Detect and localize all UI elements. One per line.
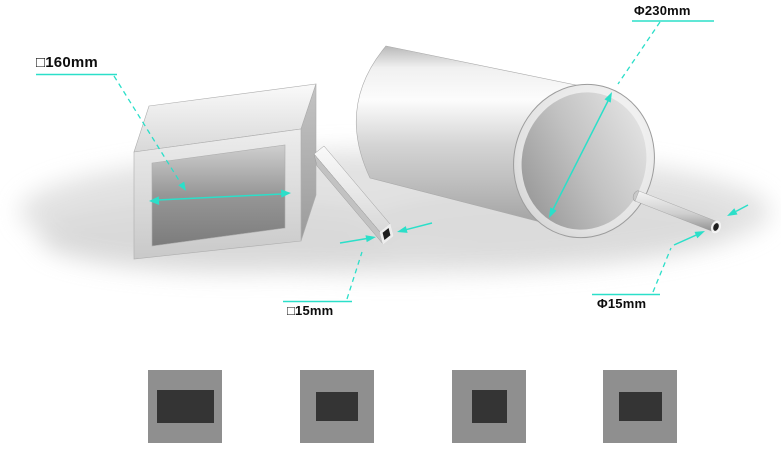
big-square-leader-dash: [113, 75, 181, 183]
dimension-label-small-square: □15mm: [287, 303, 334, 318]
small-square-tube: [313, 145, 394, 245]
small-round-arrow-right-line: [735, 204, 749, 213]
small-square-arrowhead-left: [365, 235, 376, 243]
thumbnail-row: [0, 370, 781, 443]
small-square-arrow-right-line: [405, 222, 433, 231]
dimension-annotations: [36, 20, 749, 303]
small-round-tube-end-hole: [713, 223, 719, 231]
big-square-tube: [133, 83, 317, 260]
big-round-diameter-arrowhead-bottom: [549, 207, 557, 218]
big-round-tube-interior: [521, 92, 647, 230]
big-square-leader-arrowhead: [178, 181, 186, 191]
thumbnail-3-image: [471, 390, 507, 423]
big-round-diameter-arrowhead-top: [604, 92, 612, 103]
big-square-width-arrowhead-right: [281, 189, 291, 198]
small-round-arrow-left-line: [673, 234, 698, 246]
thumbnail-2[interactable]: [300, 370, 374, 443]
thumbnail-1-image: [156, 390, 214, 423]
big-square-width-arrowhead-left: [149, 196, 160, 205]
small-square-arrowhead-right: [397, 226, 408, 233]
dimension-label-big-square: □160mm: [36, 54, 98, 71]
small-round-leader-dash: [652, 247, 672, 293]
small-round-arrowhead-left: [694, 231, 705, 239]
big-round-tube: [355, 45, 655, 239]
dimension-label-small-round: Φ15mm: [597, 296, 647, 311]
big-round-diameter-arrow-line: [552, 100, 609, 210]
dimension-label-big-round: Φ230mm: [634, 3, 691, 18]
big-square-tube-front-ring: [133, 128, 302, 260]
thumbnail-4[interactable]: [603, 370, 677, 443]
big-round-leader-dash: [617, 21, 661, 85]
thumbnail-3[interactable]: [452, 370, 526, 443]
small-round-tube: [632, 190, 722, 234]
thumbnail-1[interactable]: [148, 370, 222, 443]
small-square-tube-end-hole: [382, 228, 391, 240]
thumbnail-4-image: [618, 392, 662, 421]
small-square-arrow-left-line: [339, 237, 368, 244]
big-square-width-arrow-line: [157, 193, 283, 201]
thumbnail-2-image: [316, 392, 358, 421]
big-square-tube-interior: [152, 145, 285, 246]
small-round-arrowhead-right: [727, 208, 738, 216]
